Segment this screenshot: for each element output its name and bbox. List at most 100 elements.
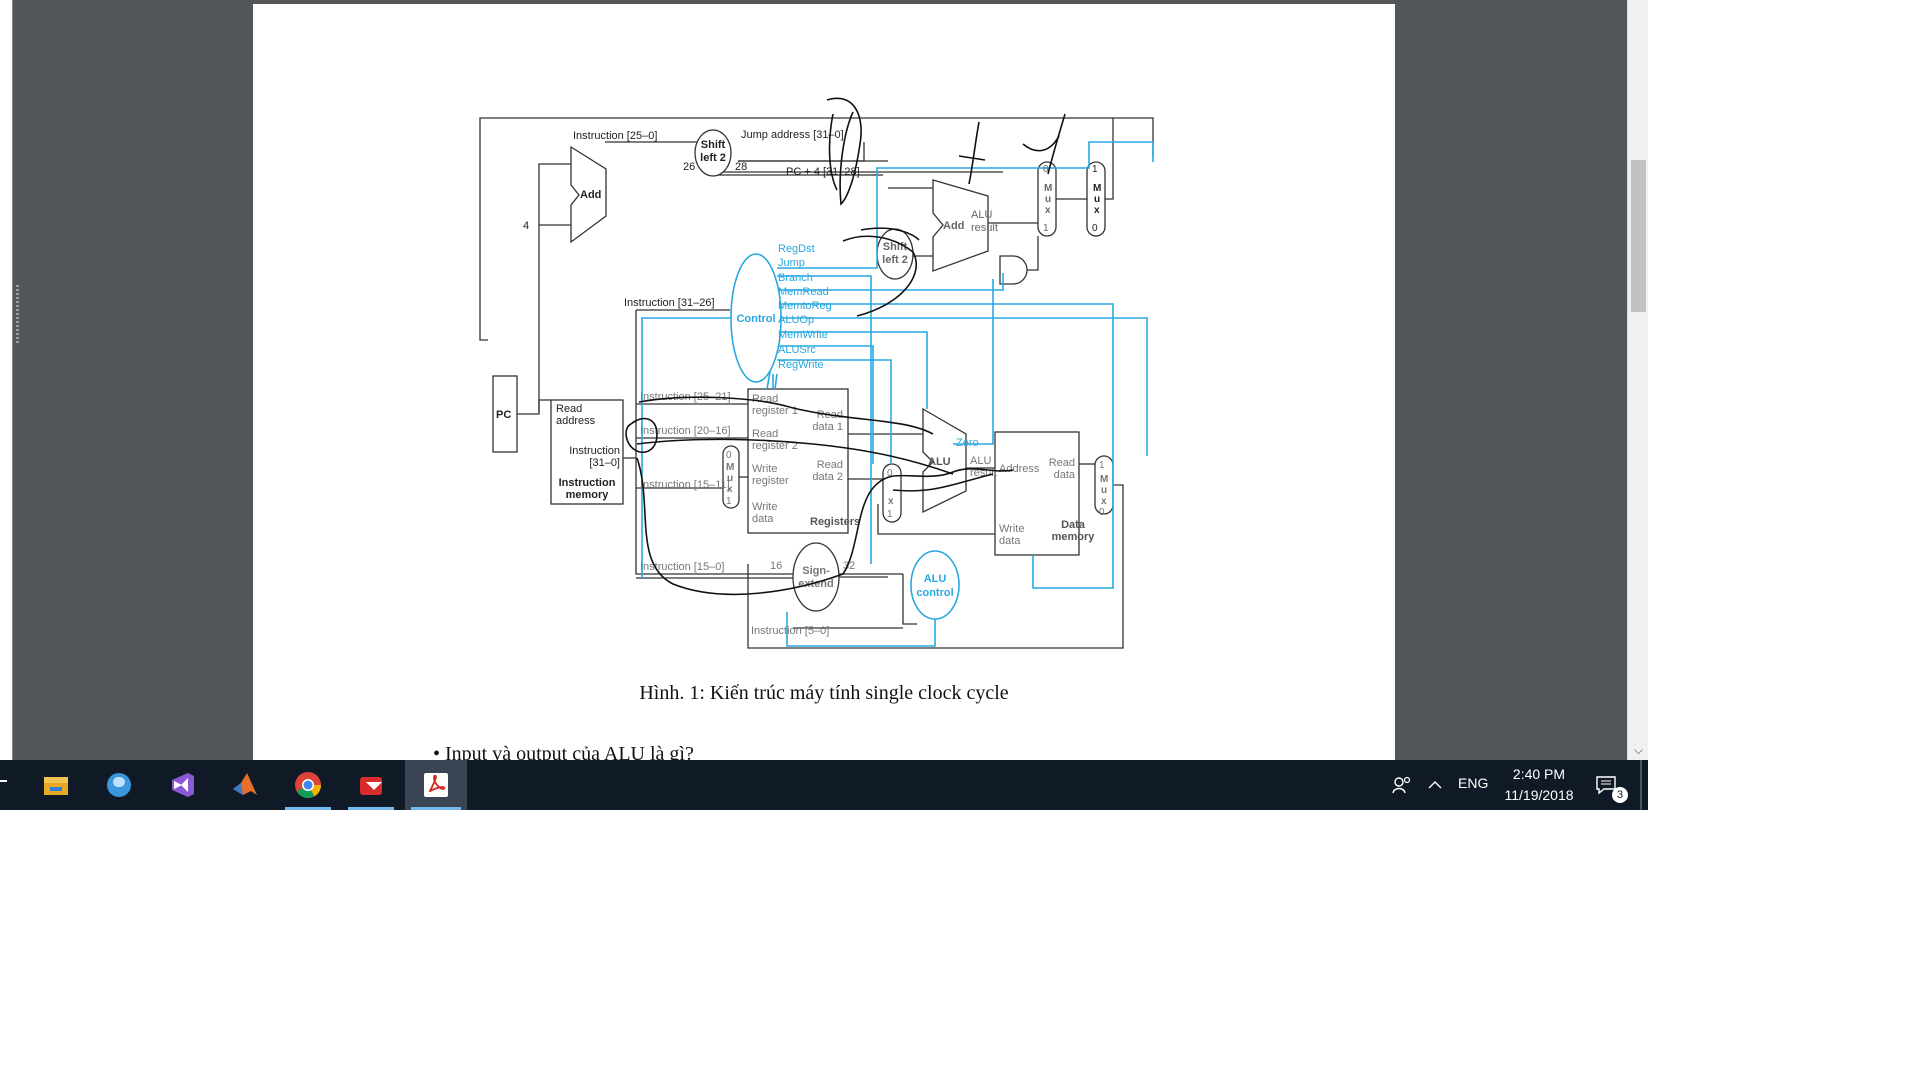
read-address-line2: address	[556, 415, 596, 427]
instr-15-11-label: Instruction [15–11]	[640, 479, 730, 491]
bits-28-label: 28	[735, 161, 747, 173]
jump-mux-0: 0	[1092, 223, 1098, 234]
matlab-button[interactable]	[216, 760, 274, 810]
datapath-diagram: Instruction [25–0] Shift left 2 Jump add…	[253, 4, 1395, 664]
show-desktop-button[interactable]	[1640, 760, 1642, 810]
instr-5-0-label: Instruction [5–0]	[751, 625, 829, 637]
mem-mux-m: M	[1100, 474, 1108, 485]
alu-result-line1: ALU	[970, 455, 991, 467]
instr-31-26-label: Instruction [31–26]	[624, 297, 715, 309]
figure-caption: Hình. 1: Kiến trúc máy tính single clock…	[253, 682, 1395, 705]
file-explorer-icon	[42, 771, 70, 799]
sign-extend-line2: extend	[798, 578, 833, 590]
bits-16-label: 16	[770, 560, 782, 572]
acrobat-reader-button[interactable]	[405, 760, 467, 810]
dm-address-label: Address	[999, 463, 1040, 475]
chevron-up-icon[interactable]	[1425, 775, 1445, 795]
signal-branch: Branch	[778, 272, 813, 284]
alusrc-mux-1: 1	[887, 509, 893, 520]
pc4-label: PC + 4 [31–28]	[786, 166, 860, 178]
dm-write-data-line2: data	[999, 535, 1021, 547]
scrollbar-thumb[interactable]	[1631, 160, 1646, 312]
regdst-mux-1: 1	[726, 496, 732, 507]
instruction-out-line2: [31–0]	[589, 457, 620, 469]
mem-mux-0: 0	[1099, 507, 1105, 518]
data-memory-line1: Data	[1061, 519, 1086, 531]
signal-memtoreg: MemtoReg	[778, 300, 832, 312]
clock[interactable]: 2:40 PM 11/19/2018	[1496, 764, 1582, 806]
media-app-button[interactable]	[342, 760, 400, 810]
clock-date: 11/19/2018	[1496, 785, 1582, 806]
pc-label: PC	[496, 409, 511, 421]
mem-mux-1: 1	[1099, 460, 1105, 471]
instruction-memory-line1: Instruction	[559, 477, 616, 489]
regdst-mux-m: M	[726, 462, 734, 473]
read-data2-line2: data 2	[812, 471, 843, 483]
chrome-button[interactable]	[279, 760, 337, 810]
jump-mux-m: M	[1093, 183, 1101, 194]
read-data1-line2: data 1	[812, 421, 843, 433]
reg-write-data-line2: data	[752, 513, 774, 525]
signal-regdst: RegDst	[778, 243, 815, 255]
jump-address-label: Jump address [31–0]	[741, 129, 844, 141]
data-memory-line2: memory	[1052, 531, 1096, 543]
branch-mux-x: x	[1045, 205, 1051, 216]
branch-mux-1: 1	[1043, 223, 1049, 234]
reg-write-data-line1: Write	[752, 501, 777, 513]
signal-memwrite: MemWrite	[778, 329, 828, 341]
file-explorer-button[interactable]	[27, 760, 85, 810]
registers-label: Registers	[810, 516, 860, 528]
dm-write-data-line1: Write	[999, 523, 1024, 535]
language-indicator[interactable]: ENG	[1458, 775, 1488, 791]
const-4-label: 4	[523, 220, 529, 232]
notification-count-badge: 3	[1612, 787, 1628, 803]
shift-left2-top-line1: Shift	[701, 139, 726, 151]
zero-label: Zero	[956, 437, 979, 449]
bullet-question-text: Input và output của ALU là gì?	[445, 743, 694, 760]
jump-mux-u: u	[1094, 194, 1100, 205]
pc-adder-label: Add	[580, 189, 601, 201]
regdst-mux-x: x	[727, 484, 733, 495]
shift-left2-mid-line1: Shift	[883, 241, 908, 253]
windows-taskbar: ENG 2:40 PM 11/19/2018	[0, 760, 1648, 810]
write-register-line2: register	[752, 475, 789, 487]
signal-jump: Jump	[778, 257, 805, 269]
control-unit-label: Control	[736, 313, 775, 325]
alusrc-mux-x: x	[888, 496, 894, 507]
clock-time: 2:40 PM	[1496, 764, 1582, 785]
signal-alusrc: ALUSrc	[778, 344, 816, 356]
people-icon[interactable]	[1390, 773, 1414, 797]
jump-mux-1: 1	[1092, 164, 1098, 175]
visual-studio-icon	[168, 771, 196, 799]
mem-mux-u: u	[1101, 485, 1107, 496]
chrome-icon	[294, 771, 322, 799]
read-register2-line1: Read	[752, 428, 778, 440]
branch-adder-label: Add	[943, 220, 964, 232]
read-address-line1: Read	[556, 403, 582, 415]
start-edge-icon[interactable]	[0, 780, 7, 782]
regdst-mux-0: 0	[726, 450, 732, 461]
instr-20-16-label: Instruction [20–16]	[640, 425, 731, 437]
instr-25-0-label: Instruction [25–0]	[573, 130, 657, 142]
write-register-line1: Write	[752, 463, 777, 475]
instruction-out-line1: Instruction	[569, 445, 620, 457]
branch-mux-u: u	[1045, 194, 1051, 205]
alu-control-line2: control	[916, 587, 953, 599]
shift-left2-mid-line2: left 2	[882, 254, 908, 266]
bits-26-label: 26	[683, 161, 695, 173]
branch-mux-m: M	[1044, 183, 1052, 194]
pdf-page: Instruction [25–0] Shift left 2 Jump add…	[253, 4, 1395, 760]
scroll-down-icon[interactable]: ⌵	[1628, 740, 1648, 760]
acrobat-reader-icon	[422, 771, 450, 799]
visual-studio-button[interactable]	[153, 760, 211, 810]
side-panel-edge	[0, 0, 13, 760]
instruction-memory-line2: memory	[566, 489, 610, 501]
vertical-scrollbar[interactable]: ⌵	[1627, 0, 1648, 760]
alu-control-line1: ALU	[924, 573, 947, 585]
side-panel-grip[interactable]	[16, 285, 19, 345]
globe-app-button[interactable]	[90, 760, 148, 810]
bullet-question: • Input và output của ALU là gì?	[433, 743, 694, 760]
pdf-viewer: Instruction [25–0] Shift left 2 Jump add…	[0, 0, 1648, 760]
jump-mux-x: x	[1094, 205, 1100, 216]
globe-icon	[105, 771, 133, 799]
